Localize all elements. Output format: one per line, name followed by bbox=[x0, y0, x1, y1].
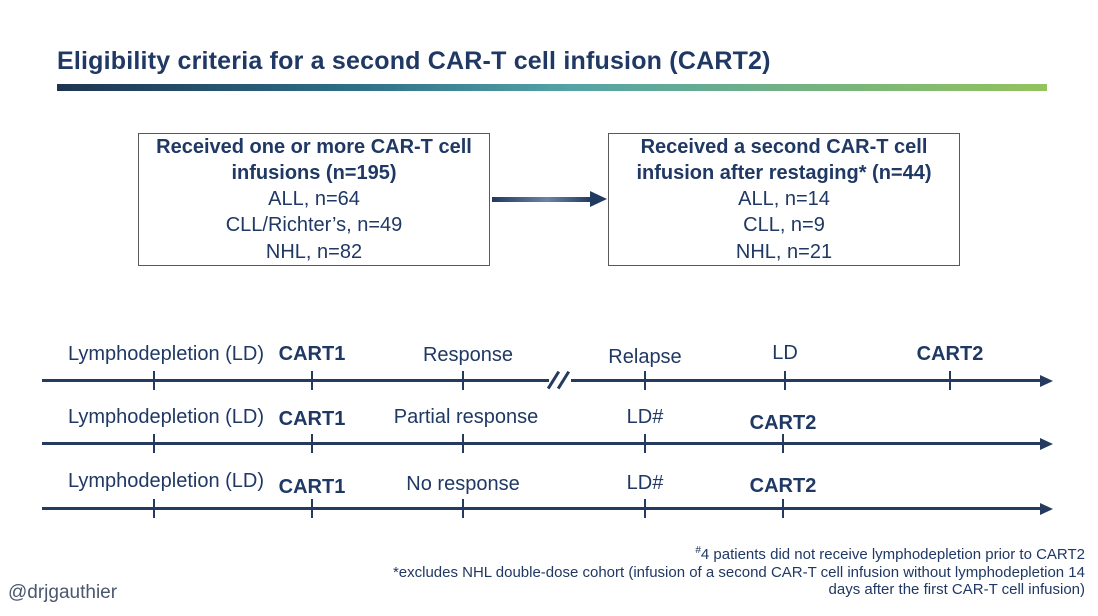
flow-box-line: CLL, n=9 bbox=[743, 214, 825, 237]
tick-mark bbox=[311, 371, 314, 390]
flow-box-second-infusion: Received a second CAR-T cell infusion af… bbox=[608, 133, 960, 266]
tick-mark bbox=[644, 434, 647, 453]
footnote-text: 4 patients did not receive lymphodepleti… bbox=[700, 546, 1085, 563]
tick-mark bbox=[311, 499, 314, 518]
timeline-axis bbox=[42, 379, 1041, 382]
footnotes: #4 patients did not receive lymphodeplet… bbox=[305, 542, 1085, 599]
flow-arrowhead-icon bbox=[590, 191, 607, 207]
flow-box-line: NHL, n=21 bbox=[735, 240, 833, 263]
flow-box-line: CLL/Richter’s, n=49 bbox=[225, 214, 403, 237]
tick-mark bbox=[782, 434, 785, 453]
tick-mark bbox=[153, 434, 156, 453]
timeline-label-relapse: Relapse bbox=[608, 346, 682, 368]
footnote-excludes-line1: *excludes NHL double-dose cohort (infusi… bbox=[392, 563, 1085, 581]
flow-box-heading: Received a second CAR-T cell infusion af… bbox=[636, 135, 932, 184]
timeline-axis bbox=[42, 507, 1041, 510]
tick-mark bbox=[782, 499, 785, 518]
tick-mark bbox=[949, 371, 952, 390]
timeline-label-cart2: CART2 bbox=[916, 343, 984, 365]
timeline-arrowhead-icon bbox=[1040, 374, 1053, 387]
footnote-marker: # bbox=[695, 545, 701, 556]
tick-mark bbox=[462, 434, 465, 453]
timeline-label-cart1: CART1 bbox=[278, 343, 346, 365]
footnote-excludes-line2: days after the first CAR-T cell infusion… bbox=[828, 581, 1085, 598]
timeline-label-lymphodepletion: Lymphodepletion (LD) bbox=[67, 406, 265, 428]
timeline-label-lymphodepletion: Lymphodepletion (LD) bbox=[67, 343, 265, 365]
timeline-label-cart1: CART1 bbox=[278, 476, 346, 498]
timeline-label-ld-hash: LD# bbox=[626, 472, 664, 494]
timeline-label-cart1: CART1 bbox=[278, 408, 346, 430]
timeline-label-ld: LD bbox=[772, 342, 798, 364]
flow-arrow bbox=[492, 197, 592, 202]
flow-box-line: NHL, n=82 bbox=[265, 240, 363, 263]
title-gradient-rule bbox=[57, 84, 1047, 91]
tick-mark bbox=[462, 371, 465, 390]
timeline-label-lymphodepletion: Lymphodepletion (LD) bbox=[67, 470, 265, 492]
timeline-label-response: Response bbox=[422, 344, 514, 366]
footnote-ld: #4 patients did not receive lymphodeplet… bbox=[305, 542, 1085, 564]
timeline-arrowhead-icon bbox=[1040, 502, 1053, 515]
tick-mark bbox=[153, 371, 156, 390]
timeline-label-ld-hash: LD# bbox=[626, 406, 664, 428]
tick-mark bbox=[462, 499, 465, 518]
flow-box-first-infusion: Received one or more CAR-T cell infusion… bbox=[138, 133, 490, 266]
timeline-label-cart2: CART2 bbox=[749, 412, 817, 434]
watermark-handle: @drjgauthier bbox=[8, 582, 118, 603]
flow-box-heading: Received one or more CAR-T cell infusion… bbox=[156, 135, 472, 184]
timeline-label-no-response: No response bbox=[406, 473, 520, 495]
tick-mark bbox=[784, 371, 787, 390]
tick-mark bbox=[311, 434, 314, 453]
tick-mark bbox=[153, 499, 156, 518]
timeline-label-partial-response: Partial response bbox=[393, 406, 539, 428]
timeline-axis bbox=[42, 442, 1041, 445]
flow-box-line: ALL, n=64 bbox=[268, 187, 360, 210]
timeline-arrowhead-icon bbox=[1040, 437, 1053, 450]
timeline-label-cart2: CART2 bbox=[749, 475, 817, 497]
flow-box-line: ALL, n=14 bbox=[738, 187, 830, 210]
tick-mark bbox=[644, 499, 647, 518]
slide-title: Eligibility criteria for a second CAR-T … bbox=[57, 47, 771, 75]
tick-mark bbox=[644, 371, 647, 390]
